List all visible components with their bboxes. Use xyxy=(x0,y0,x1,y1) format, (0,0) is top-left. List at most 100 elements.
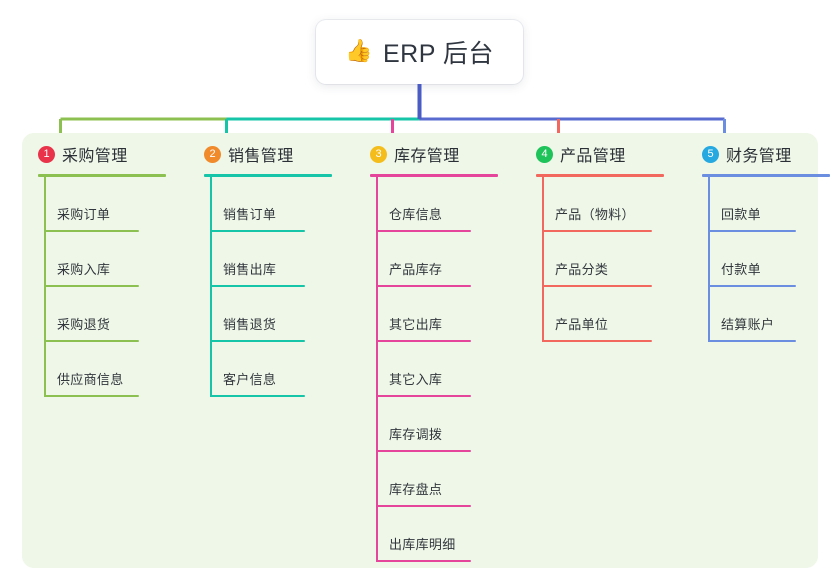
column-spine xyxy=(376,177,378,562)
column-title: 销售管理 xyxy=(228,148,294,165)
list-item-label: 其它出库 xyxy=(389,317,443,332)
list-item[interactable]: 产品单位 xyxy=(520,287,664,342)
column-title: 财务管理 xyxy=(726,148,792,165)
list-item[interactable]: 供应商信息 xyxy=(22,342,166,397)
list-item-label: 付款单 xyxy=(721,262,761,277)
list-item-label: 采购入库 xyxy=(57,262,111,277)
root-node-card[interactable]: 👍 ERP 后台 xyxy=(316,20,523,84)
list-item[interactable]: 回款单 xyxy=(686,177,830,232)
list-item-label: 销售出库 xyxy=(223,262,277,277)
list-item-underline xyxy=(210,340,305,342)
list-item-label: 产品（物料） xyxy=(555,207,635,222)
list-item[interactable]: 仓库信息 xyxy=(354,177,498,232)
column-items: 销售订单销售出库销售退货客户信息 xyxy=(188,177,332,397)
list-item[interactable]: 采购订单 xyxy=(22,177,166,232)
list-item[interactable]: 客户信息 xyxy=(188,342,332,397)
column-5: 5 财务管理回款单付款单结算账户 xyxy=(686,140,830,342)
column-header-2[interactable]: 2 销售管理 xyxy=(188,140,332,168)
list-item-underline xyxy=(44,230,139,232)
mindmap-panel xyxy=(22,133,818,568)
list-item-label: 库存盘点 xyxy=(389,482,443,497)
column-header-underline xyxy=(38,174,166,177)
list-item-label: 产品单位 xyxy=(555,317,609,332)
list-item-underline xyxy=(708,230,796,232)
list-item-underline xyxy=(376,505,471,507)
list-item-label: 库存调拨 xyxy=(389,427,443,442)
list-item-label: 产品分类 xyxy=(555,262,609,277)
column-header-1[interactable]: 1 采购管理 xyxy=(22,140,166,168)
column-header-underline xyxy=(702,174,830,177)
list-item[interactable]: 产品库存 xyxy=(354,232,498,287)
list-item-label: 其它入库 xyxy=(389,372,443,387)
list-item[interactable]: 结算账户 xyxy=(686,287,830,342)
badge-number-icon: 1 xyxy=(38,145,55,163)
column-header-underline xyxy=(204,174,332,177)
list-item-underline xyxy=(708,285,796,287)
list-item[interactable]: 产品分类 xyxy=(520,232,664,287)
list-item-underline xyxy=(376,285,471,287)
list-item-underline xyxy=(376,395,471,397)
column-header-5[interactable]: 5 财务管理 xyxy=(686,140,830,168)
list-item-underline xyxy=(210,395,305,397)
list-item-label: 回款单 xyxy=(721,207,761,222)
list-item[interactable]: 销售出库 xyxy=(188,232,332,287)
list-item-underline xyxy=(542,285,652,287)
list-item-underline xyxy=(376,560,471,562)
badge-number-icon: 3 xyxy=(370,145,387,163)
list-item[interactable]: 其它入库 xyxy=(354,342,498,397)
list-item-underline xyxy=(210,230,305,232)
column-title: 采购管理 xyxy=(62,148,128,165)
column-spine xyxy=(210,177,212,397)
column-header-3[interactable]: 3 库存管理 xyxy=(354,140,498,168)
badge-number-icon: 2 xyxy=(204,145,221,163)
list-item-label: 采购退货 xyxy=(57,317,111,332)
list-item[interactable]: 采购入库 xyxy=(22,232,166,287)
list-item[interactable]: 销售退货 xyxy=(188,287,332,342)
column-spine xyxy=(708,177,710,342)
list-item[interactable]: 库存盘点 xyxy=(354,452,498,507)
column-3: 3 库存管理仓库信息产品库存其它出库其它入库库存调拨库存盘点出库库明细 xyxy=(354,140,498,562)
list-item-label: 仓库信息 xyxy=(389,207,443,222)
column-spine xyxy=(542,177,544,342)
column-items: 产品（物料） 产品分类产品单位 xyxy=(520,177,664,342)
root-node-content: 👍 ERP 后台 xyxy=(345,34,494,70)
column-header-underline xyxy=(536,174,664,177)
column-header-underline xyxy=(370,174,498,177)
list-item-underline xyxy=(708,340,796,342)
list-item-underline xyxy=(542,340,652,342)
badge-number-icon: 4 xyxy=(536,145,553,163)
column-items: 回款单付款单结算账户 xyxy=(686,177,830,342)
column-title: 产品管理 xyxy=(560,148,626,165)
list-item-underline xyxy=(376,340,471,342)
list-item-label: 采购订单 xyxy=(57,207,111,222)
list-item[interactable]: 采购退货 xyxy=(22,287,166,342)
page-title: ERP 后台 xyxy=(383,40,494,68)
list-item-label: 出库库明细 xyxy=(389,537,456,552)
list-item-underline xyxy=(542,230,652,232)
column-1: 1 采购管理采购订单采购入库采购退货供应商信息 xyxy=(22,140,166,397)
list-item-label: 销售订单 xyxy=(223,207,277,222)
list-item[interactable]: 其它出库 xyxy=(354,287,498,342)
list-item-underline xyxy=(44,340,139,342)
badge-number-icon: 5 xyxy=(702,145,719,163)
list-item-underline xyxy=(376,230,471,232)
list-item[interactable]: 产品（物料） xyxy=(520,177,664,232)
list-item-underline xyxy=(376,450,471,452)
column-items: 仓库信息产品库存其它出库其它入库库存调拨库存盘点出库库明细 xyxy=(354,177,498,562)
list-item[interactable]: 销售订单 xyxy=(188,177,332,232)
column-header-4[interactable]: 4 产品管理 xyxy=(520,140,664,168)
list-item-label: 供应商信息 xyxy=(57,372,124,387)
thumbs-up-icon: 👍 xyxy=(345,38,373,63)
column-items: 采购订单采购入库采购退货供应商信息 xyxy=(22,177,166,397)
column-spine xyxy=(44,177,46,397)
list-item[interactable]: 付款单 xyxy=(686,232,830,287)
list-item-underline xyxy=(210,285,305,287)
list-item-underline xyxy=(44,395,139,397)
list-item[interactable]: 出库库明细 xyxy=(354,507,498,562)
list-item-underline xyxy=(44,285,139,287)
column-2: 2 销售管理销售订单销售出库销售退货客户信息 xyxy=(188,140,332,397)
list-item-label: 销售退货 xyxy=(223,317,277,332)
column-title: 库存管理 xyxy=(394,148,460,165)
list-item[interactable]: 库存调拨 xyxy=(354,397,498,452)
list-item-label: 客户信息 xyxy=(223,372,277,387)
